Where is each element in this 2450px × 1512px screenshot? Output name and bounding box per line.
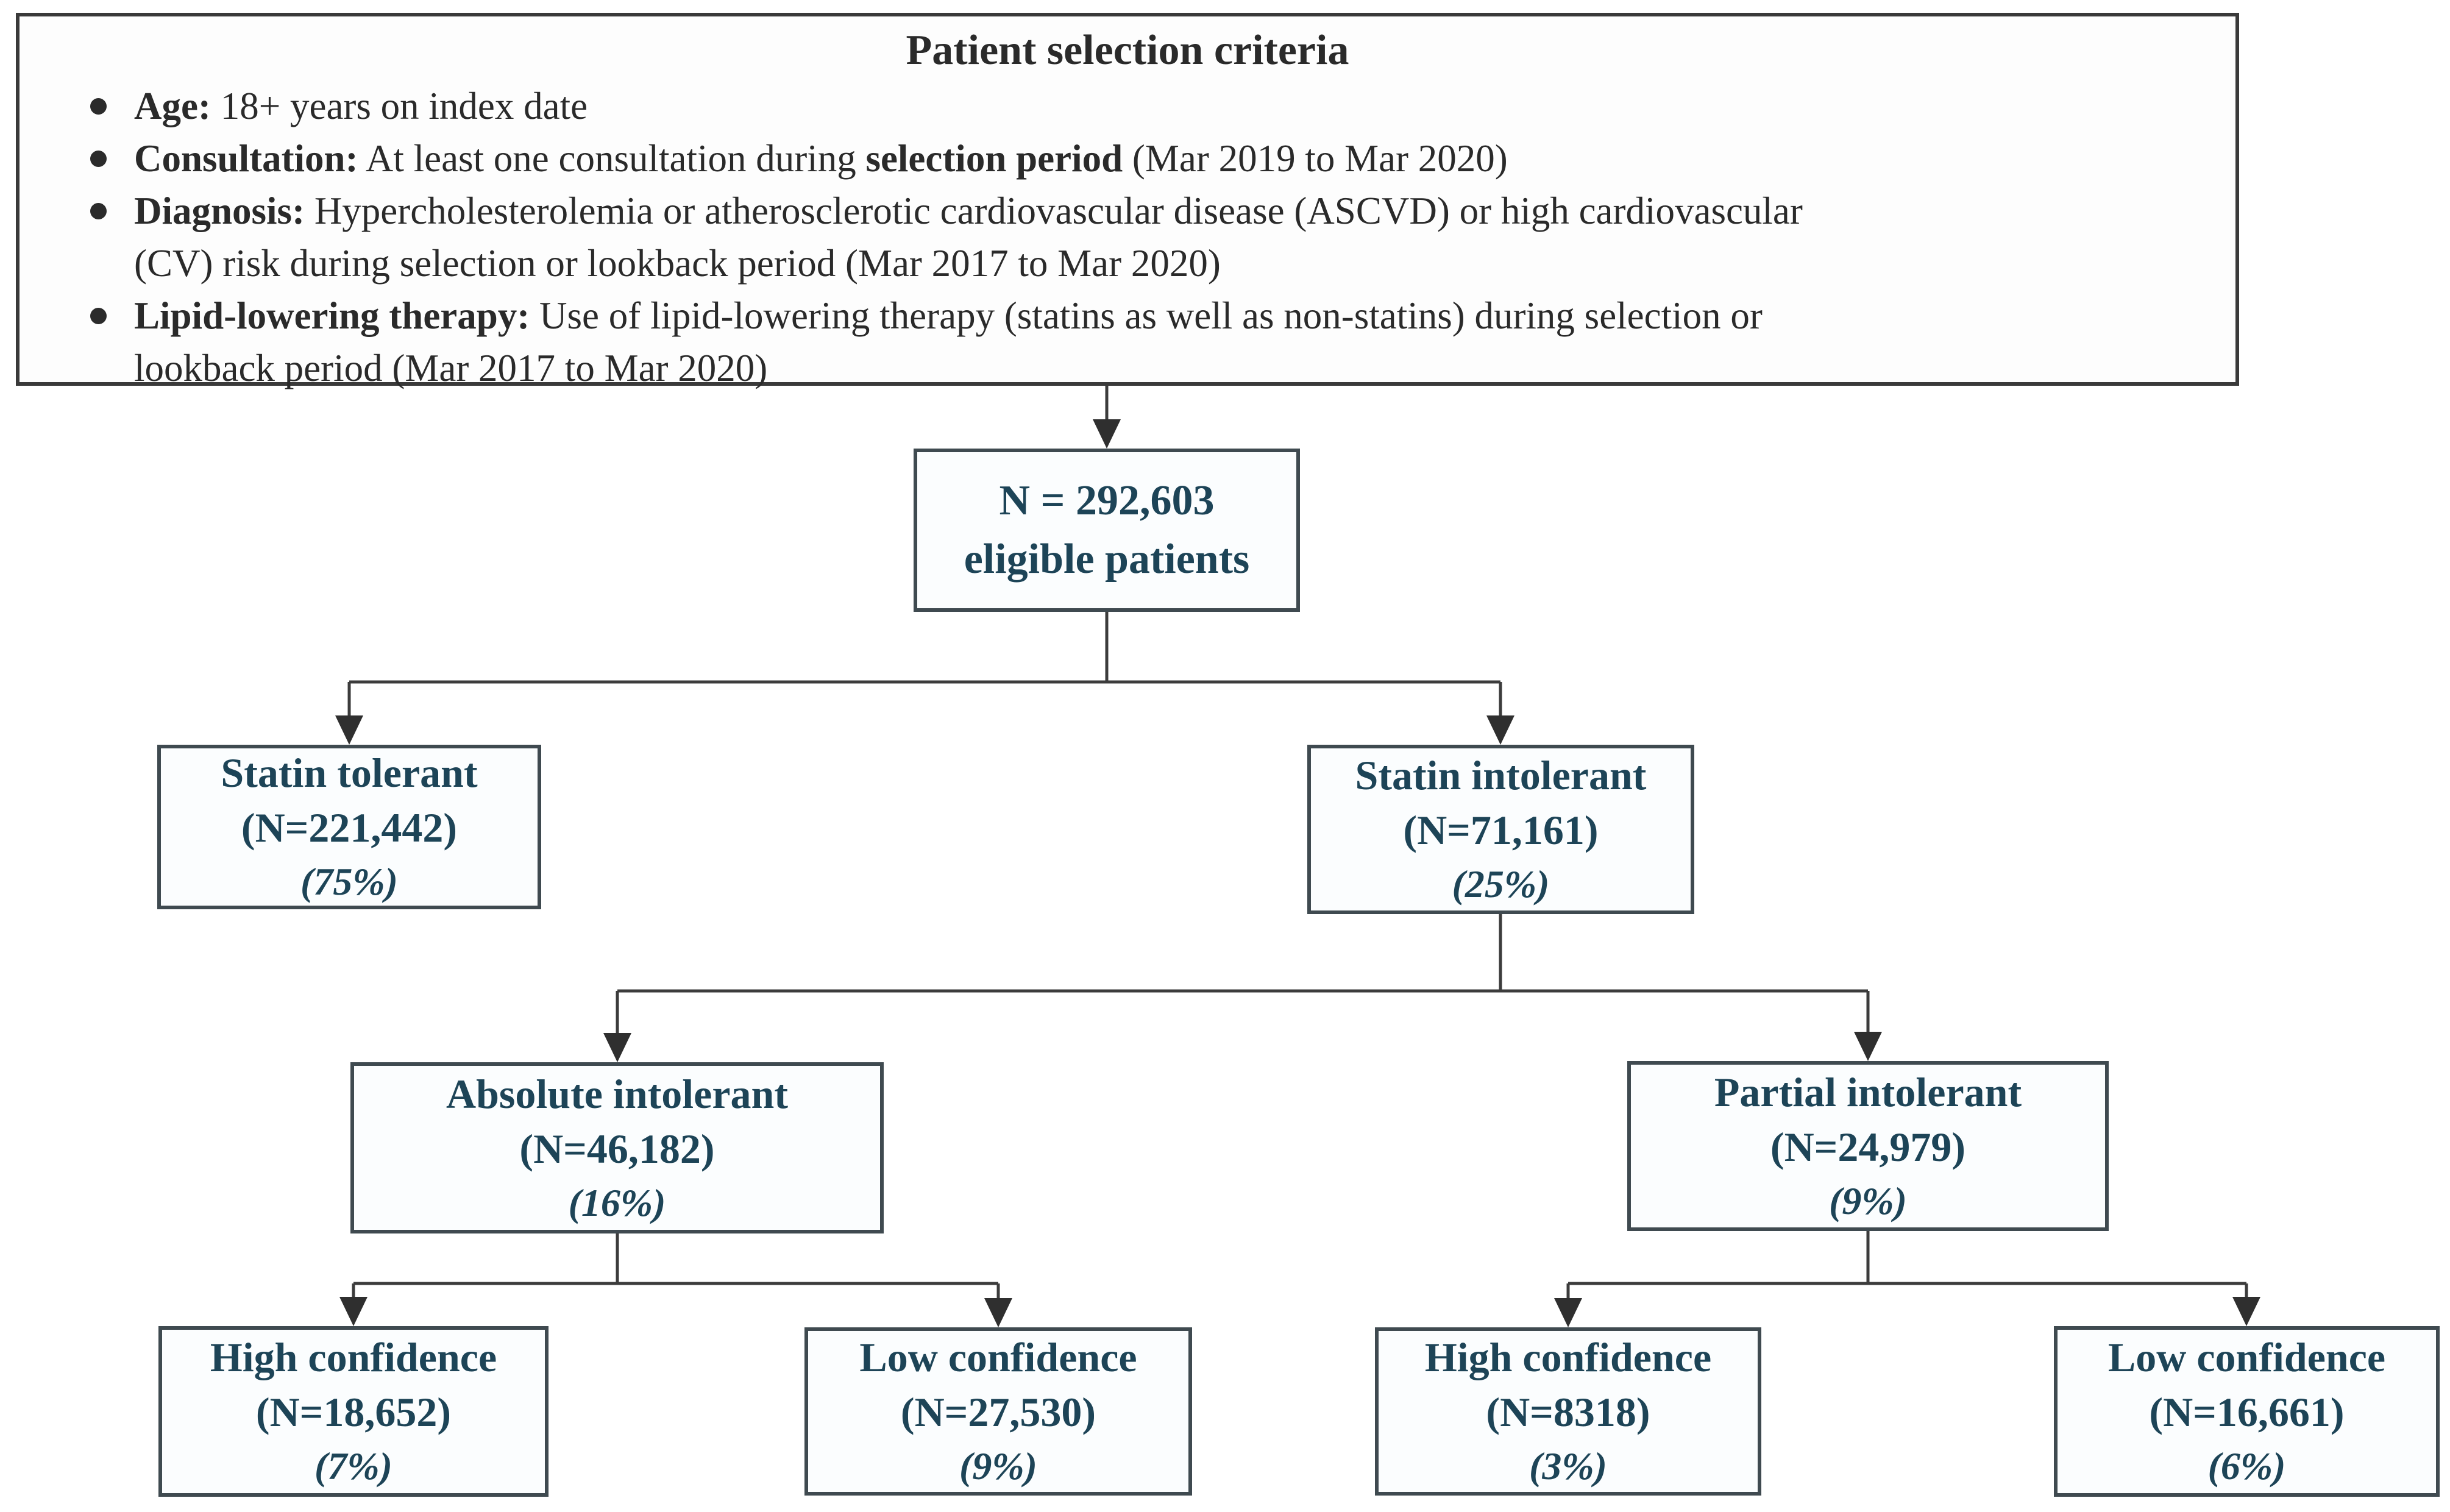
criteria-bullet-line: Consultation: At least one consultation … [56,132,2199,185]
node-count: (N=8318) [1486,1389,1650,1435]
node-percent: (16%) [568,1180,666,1224]
node-high-confidence-absolute: High confidence (N=18,652) (7%) [158,1326,549,1497]
criteria-continuation-line: lookback period (Mar 2017 to Mar 2020) [56,342,2199,394]
bullet-dot-icon [90,308,107,324]
criteria-box: Patient selection criteria Age: 18+ year… [16,13,2239,389]
criteria-bullet-line: Diagnosis: Hypercholesterolemia or ather… [56,185,2199,237]
criteria-text: At least one consultation during [358,137,866,180]
node-count: (N=27,530) [900,1389,1096,1435]
node-title: High confidence [1424,1334,1712,1380]
node-title: Statin tolerant [221,750,478,796]
node-low-confidence-absolute: Low confidence (N=27,530) (9%) [804,1327,1192,1496]
criteria-text: 18+ years on index date [210,85,588,127]
node-statin-tolerant: Statin tolerant (N=221,442) (75%) [157,745,541,909]
criteria-text: (CV) risk during selection or lookback p… [134,242,1221,285]
node-count: (N=221,442) [241,804,458,851]
node-line: N = 292,603 [999,477,1215,524]
node-eligible-patients: N = 292,603 eligible patients [914,449,1300,612]
criteria-text: Use of lipid-lowering therapy (statins a… [530,294,1763,337]
criteria-bullet-line: Age: 18+ years on index date [56,80,2199,132]
node-statin-intolerant: Statin intolerant (N=71,161) (25%) [1307,745,1694,914]
criteria-bullet-line: Lipid-lowering therapy: Use of lipid-low… [56,289,2199,342]
bullet-dot-icon [90,98,107,115]
criteria-text: (Mar 2019 to Mar 2020) [1123,137,1508,180]
node-percent: (7%) [314,1444,392,1488]
node-count: (N=24,979) [1770,1123,1966,1170]
node-count: (N=16,661) [2149,1389,2345,1435]
criteria-text: lookback period (Mar 2017 to Mar 2020) [134,347,768,389]
criteria-bold-text: selection period [865,137,1123,180]
criteria-bold-text: Lipid-lowering therapy: [134,294,530,337]
bullet-dot-icon [90,203,107,219]
node-title: Absolute intolerant [446,1070,788,1117]
criteria-bold-text: Consultation: [134,137,358,180]
node-line: eligible patients [964,536,1250,583]
node-title: Partial intolerant [1714,1068,2022,1115]
node-percent: (75%) [300,860,398,903]
bullet-dot-icon [90,151,107,167]
arrowheads [335,419,2260,1327]
node-count: (N=18,652) [255,1389,452,1435]
node-title: Low confidence [2107,1334,2386,1380]
node-percent: (9%) [959,1444,1037,1488]
node-title: High confidence [210,1334,497,1380]
node-low-confidence-partial: Low confidence (N=16,661) (6%) [2054,1326,2440,1497]
node-partial-intolerant: Partial intolerant (N=24,979) (9%) [1627,1061,2109,1231]
node-absolute-intolerant: Absolute intolerant (N=46,182) (16%) [350,1062,884,1233]
criteria-text: Hypercholesterolemia or atherosclerotic … [305,190,1803,232]
node-percent: (25%) [1452,862,1550,906]
node-count: (N=46,182) [519,1125,715,1172]
node-percent: (6%) [2207,1444,2286,1488]
node-title: Statin intolerant [1355,752,1647,798]
criteria-title: Patient selection criteria [906,27,1349,74]
node-count: (N=71,161) [1403,807,1599,853]
criteria-bold-text: Diagnosis: [134,190,305,232]
node-percent: (9%) [1829,1179,1907,1223]
node-title: Low confidence [859,1334,1137,1380]
criteria-bold-text: Age: [134,85,211,127]
node-percent: (3%) [1529,1444,1607,1488]
criteria-continuation-line: (CV) risk during selection or lookback p… [56,237,2199,289]
node-high-confidence-partial: High confidence (N=8318) (3%) [1375,1327,1761,1496]
